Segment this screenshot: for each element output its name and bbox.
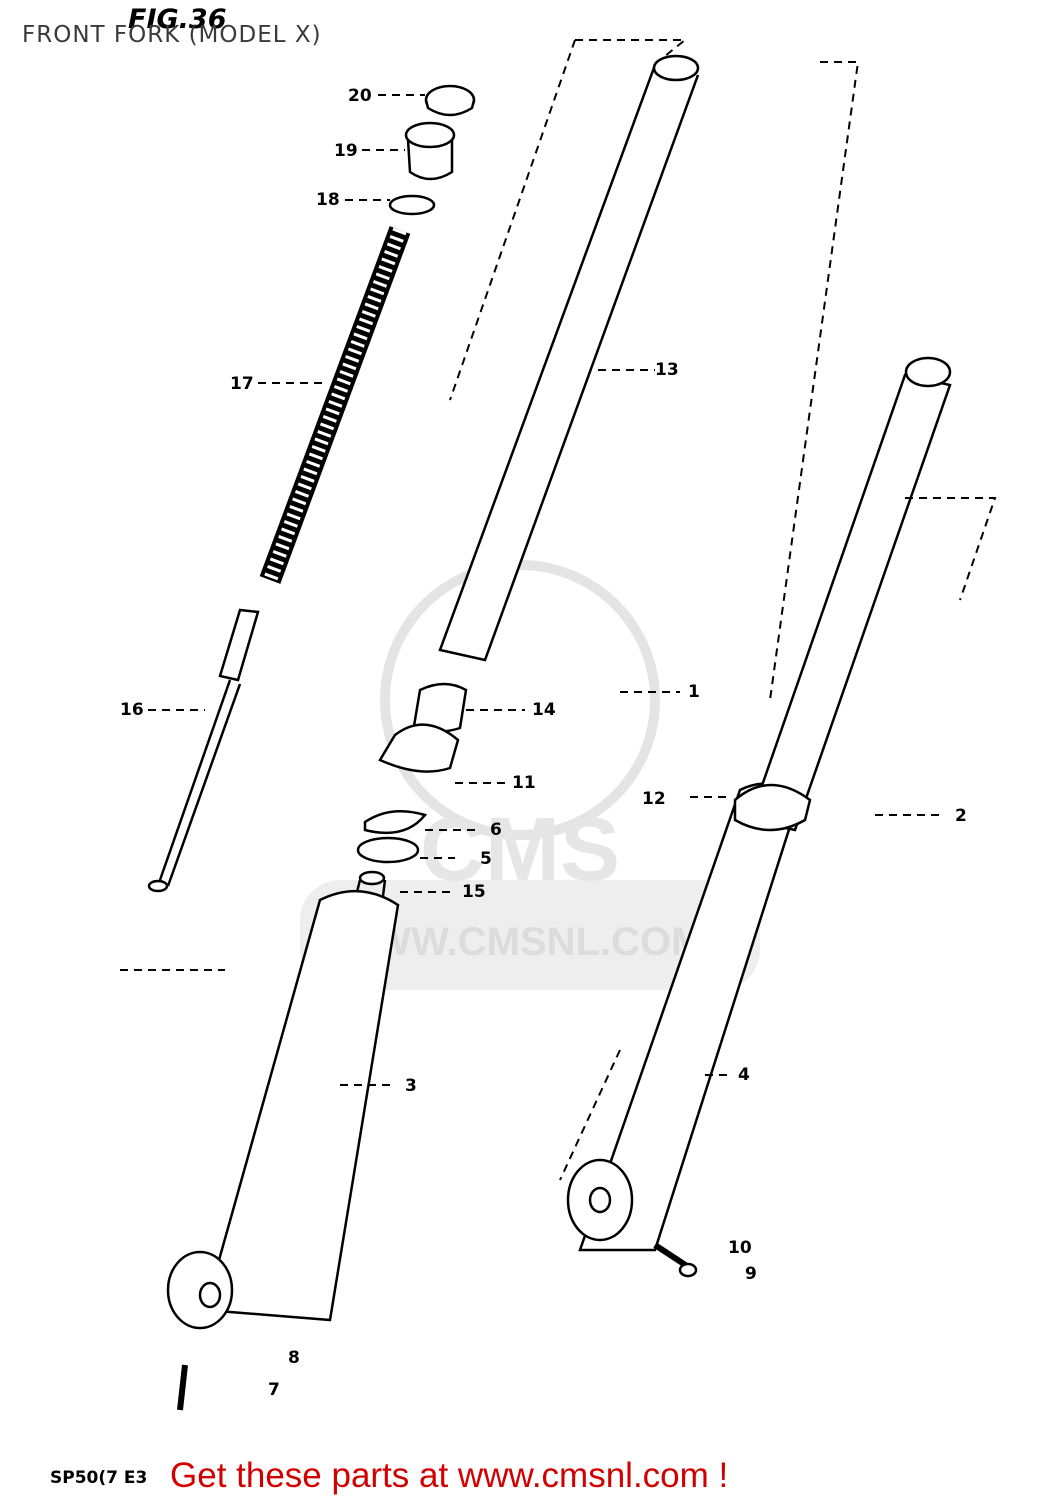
label-12: 12 [642,789,666,809]
part-19-bolt [404,121,456,181]
leader-lines [120,39,997,1181]
label-14: 14 [532,700,556,720]
label-15: 15 [462,882,486,902]
label-19: 19 [334,141,358,161]
label-9: 9 [745,1264,757,1284]
diagram-code: SP50(7 E3 [50,1468,148,1488]
promo-link[interactable]: Get these parts at www.cmsnl.com ! [170,1456,729,1495]
part-20-cap [424,84,476,117]
part-2-fork-tube-right [733,356,952,832]
part-13-inner-tube [438,54,700,662]
label-10: 10 [728,1238,752,1258]
part-8-bolt [177,1364,188,1411]
label-4: 4 [738,1065,750,1085]
part-3-outer-tube-left [166,889,400,1330]
page-title: FRONT FORK (MODEL X) [22,22,322,48]
part-6-clip [363,810,428,835]
label-13: 13 [655,360,679,380]
label-1: 1 [688,682,700,702]
part-18-oring [388,194,436,216]
part-17-spring [259,226,411,584]
label-16: 16 [120,700,144,720]
part-16-damper-rod [147,608,260,893]
watermark-url: WWW.CMSNL.COM [336,920,705,964]
figure-number: FIG.36 [128,4,227,35]
label-18: 18 [316,190,340,210]
part-10-bolt [653,1242,698,1278]
label-11: 11 [512,773,536,793]
label-5: 5 [480,849,492,869]
part-11-boot [378,723,460,773]
label-17: 17 [230,374,254,394]
watermark-brand: CMS [420,800,620,900]
label-7: 7 [268,1380,280,1400]
label-3: 3 [405,1076,417,1096]
part-5-washer [356,836,420,864]
label-6: 6 [490,820,502,840]
label-20: 20 [348,86,372,106]
label-2: 2 [955,806,967,826]
label-8: 8 [288,1348,300,1368]
